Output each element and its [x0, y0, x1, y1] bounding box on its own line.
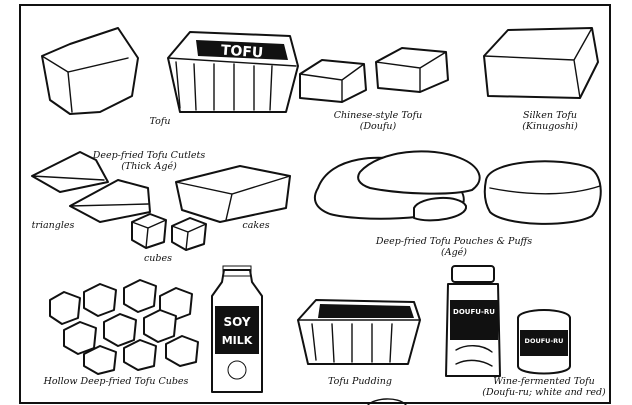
tofu-box-drawing: TOFU — [167, 31, 299, 113]
label-pouches-line-2: (Agé) — [441, 247, 467, 258]
label-cakes: cakes — [242, 220, 270, 231]
label-pouches: Deep-fried Tofu Pouches & Puffs (Agé) — [364, 236, 544, 258]
label-silken-tofu: Silken Tofu (Kinugoshi) — [500, 110, 600, 132]
soy-milk-text-2: MILK — [222, 334, 253, 347]
doufu-ru-jar-drawing: DOUFU-RU — [445, 265, 501, 377]
doufu-ru-can-drawing: DOUFU-RU — [517, 309, 571, 375]
label-wine-tofu: Wine-fermented Tofu (Doufu-ru; white and… — [478, 376, 610, 398]
chinese-tofu-drawing — [299, 47, 449, 103]
bottom-arc — [367, 398, 407, 405]
label-silken-tofu-line-2: (Kinugoshi) — [522, 121, 578, 132]
label-wine-tofu-line-1: Wine-fermented Tofu — [493, 376, 595, 387]
frame-border — [19, 4, 611, 404]
soy-milk-bottle-drawing: SOY MILK — [211, 265, 263, 393]
label-cubes: cubes — [143, 253, 173, 264]
hollow-cubes-drawing — [49, 279, 199, 375]
label-wine-tofu-line-2: (Doufu-ru; white and red) — [482, 387, 606, 398]
label-chinese-tofu: Chinese-style Tofu (Doufu) — [318, 110, 438, 132]
doufu-ru-jar-text: DOUFU-RU — [453, 308, 495, 316]
cutlets-drawing — [31, 151, 291, 251]
label-pudding: Tofu Pudding — [328, 376, 392, 387]
tofu-pudding-drawing — [297, 299, 421, 365]
label-cutlets-line-2: (Thick Agé) — [121, 161, 177, 172]
label-pouches-line-1: Deep-fried Tofu Pouches & Puffs — [375, 236, 533, 247]
label-cutlets-line-1: Deep-fried Tofu Cutlets — [92, 150, 206, 161]
doufu-ru-can-text: DOUFU-RU — [525, 337, 564, 345]
label-triangles: triangles — [31, 220, 75, 231]
pouches-drawing — [313, 150, 602, 225]
label-hollow-cubes: Hollow Deep-fried Tofu Cubes — [43, 376, 189, 387]
label-silken-tofu-line-1: Silken Tofu — [522, 110, 578, 121]
tofu-block-drawing — [41, 27, 139, 115]
soy-milk-text-1: SOY — [223, 315, 250, 329]
silken-tofu-drawing — [483, 27, 599, 99]
label-chinese-tofu-line-1: Chinese-style Tofu — [333, 110, 423, 121]
tofu-box-text: TOFU — [220, 43, 263, 62]
label-chinese-tofu-line-2: (Doufu) — [359, 121, 397, 132]
label-cutlets: Deep-fried Tofu Cutlets (Thick Agé) — [84, 150, 214, 172]
label-tofu: Tofu — [149, 116, 171, 127]
